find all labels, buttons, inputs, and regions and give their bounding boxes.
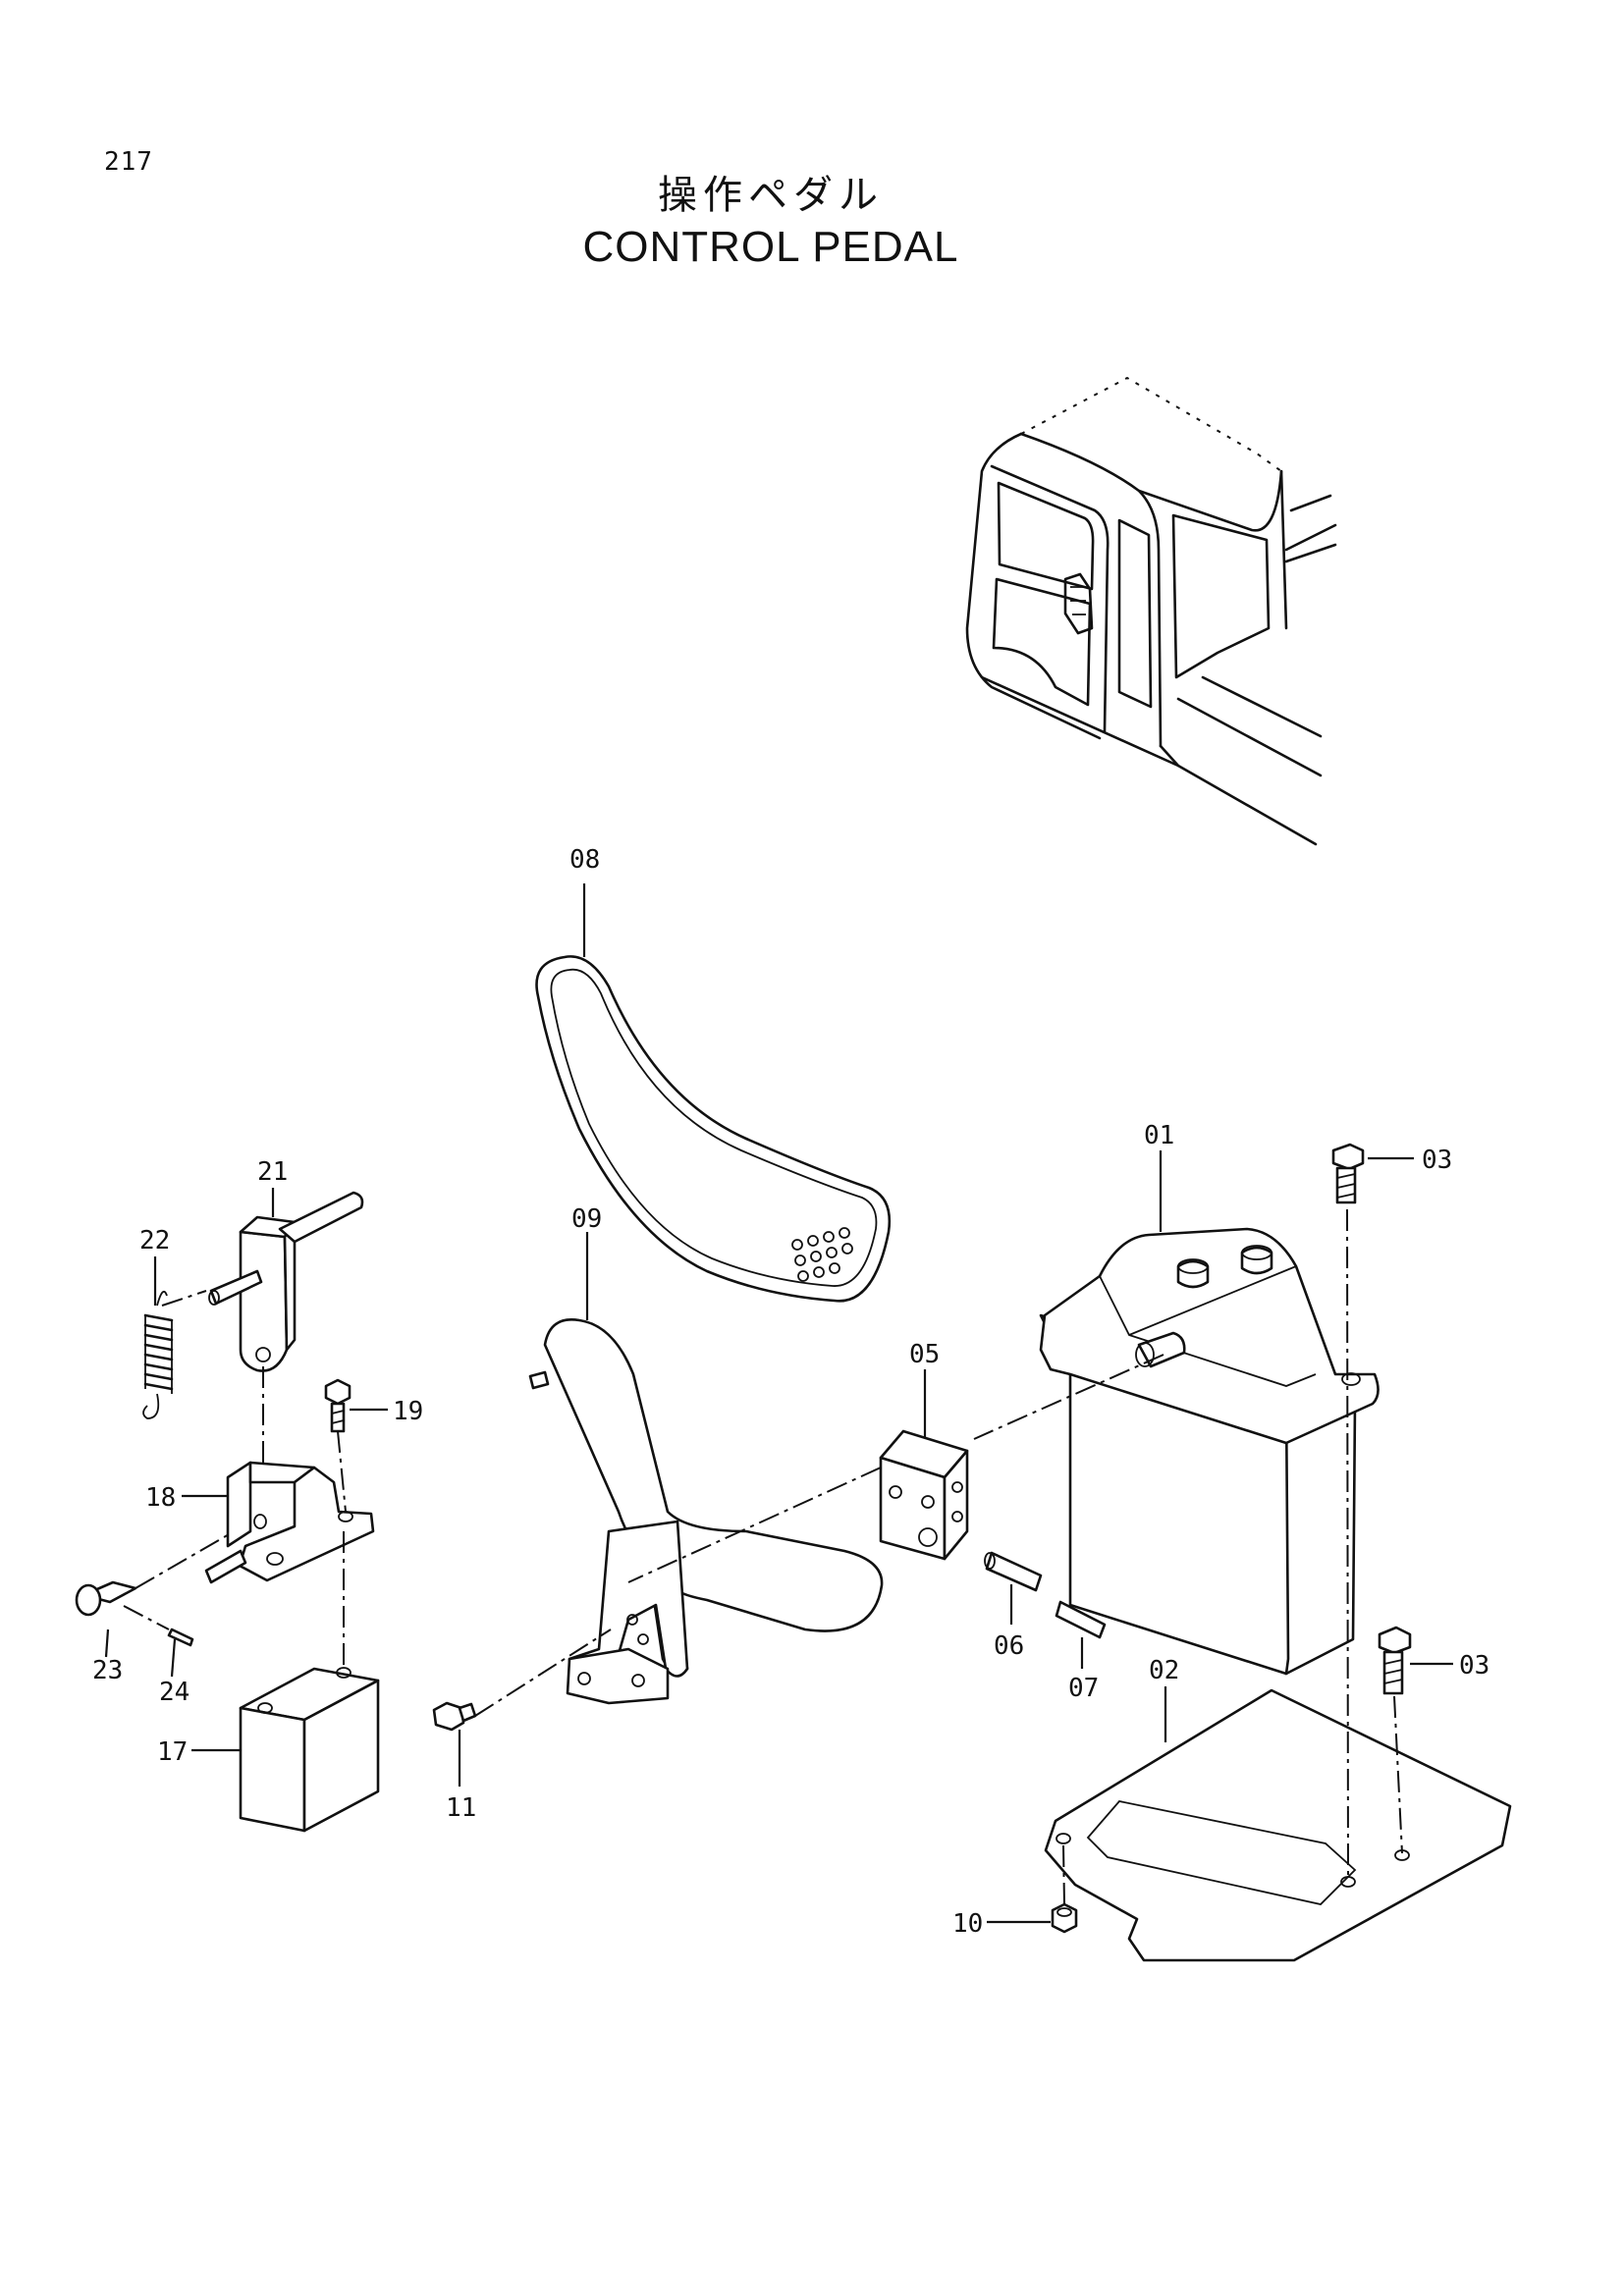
callout-labels: 08 09 01 03 05 06 07 02 03 10 11 17 18 1… [92, 845, 1489, 1939]
title-english: CONTROL PEDAL [582, 223, 959, 271]
part-11-bolt [432, 1701, 477, 1732]
part-22-spring [142, 1290, 174, 1419]
part-03-bolt-upper [1331, 1143, 1365, 1204]
part-21-lever [208, 1191, 364, 1372]
callout-03-upper: 03 [1422, 1146, 1452, 1175]
part-17-block [239, 1667, 380, 1833]
part-06-pin [984, 1551, 1043, 1592]
callout-09: 09 [571, 1204, 602, 1234]
callout-21: 21 [257, 1157, 288, 1187]
cab-locator-view [965, 376, 1337, 846]
callout-05: 05 [909, 1340, 940, 1369]
part-23-pin [75, 1580, 137, 1617]
part-08-pedal-pad [535, 955, 892, 1303]
callout-10: 10 [952, 1909, 983, 1939]
part-05-block [879, 1429, 969, 1561]
callout-24: 24 [159, 1678, 189, 1707]
callout-11: 11 [446, 1793, 476, 1823]
assembly-lines [123, 1208, 1403, 1905]
callout-23: 23 [92, 1656, 123, 1685]
callout-03-lower: 03 [1459, 1651, 1489, 1681]
callout-19: 19 [393, 1397, 423, 1426]
page-number: 217 [104, 147, 153, 177]
part-19-bolt [324, 1378, 352, 1433]
callout-02: 02 [1149, 1656, 1179, 1685]
callout-18: 18 [145, 1483, 176, 1513]
callout-07: 07 [1068, 1674, 1099, 1703]
callout-22: 22 [139, 1226, 170, 1255]
part-02-plate [1044, 1688, 1512, 1962]
callout-17: 17 [157, 1737, 188, 1767]
title-japanese: 操作ペダル [658, 173, 884, 218]
part-09-pedal-arm [528, 1317, 884, 1705]
callout-01: 01 [1144, 1121, 1174, 1150]
part-24-cotter-pin [167, 1628, 194, 1647]
part-18-bracket [204, 1461, 375, 1584]
part-10-nut [1051, 1902, 1078, 1934]
leader-lines [104, 883, 1453, 1924]
callout-06: 06 [994, 1631, 1024, 1661]
part-03-bolt-lower [1378, 1626, 1412, 1695]
part-07-pin [1055, 1600, 1107, 1639]
part-01-valve [1039, 1227, 1380, 1676]
callout-08: 08 [569, 845, 600, 875]
title-block: 操作ペダル CONTROL PEDAL [0, 172, 1542, 276]
